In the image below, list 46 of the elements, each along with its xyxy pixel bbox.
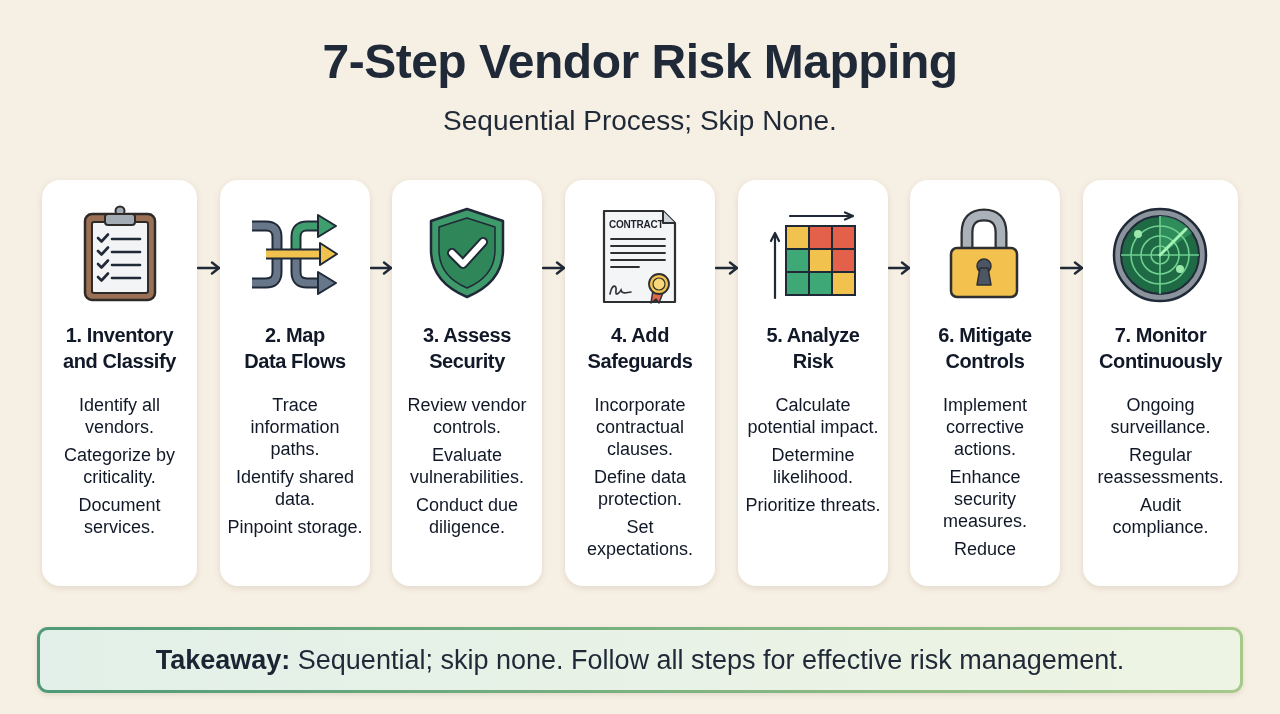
step-card (565, 180, 715, 586)
arrow (369, 261, 393, 275)
arrow (714, 261, 739, 275)
step-description: Implement corrective actions. (942, 395, 1027, 459)
step-card (220, 180, 370, 586)
step-title: 3. Assess Security (423, 324, 511, 372)
step-card (1083, 180, 1238, 586)
step-card (42, 180, 197, 586)
arrow (196, 261, 221, 275)
diagram-title: 7-Step Vendor Risk Mapping (322, 35, 958, 88)
step-description: Determine likelihood. (771, 445, 855, 487)
step-title: 6. Mitigate Controls (938, 324, 1032, 372)
step-title: 4. Add Safeguards (587, 324, 693, 372)
step-description: Set expectations. (586, 517, 694, 559)
step-title: 7. Monitor Continuously (1099, 324, 1222, 372)
step-title: 5. Analyze Risk (766, 324, 860, 372)
takeaway-banner (37, 627, 1243, 693)
step-description: Reduce (953, 539, 1016, 559)
step-description: Document services. (78, 495, 161, 537)
step-description: Incorporate contractual clauses. (594, 395, 686, 459)
step-description: Evaluate vulnerabilities. (409, 445, 525, 487)
arrow (1059, 261, 1084, 275)
step-description: Identify all vendors. (78, 395, 160, 437)
step-description: Conduct due diligence. (415, 495, 519, 537)
step-description: Define data protection. (593, 467, 687, 509)
document-heading: CONTRACT (609, 219, 664, 231)
subtitle: Sequential Process; Skip None. (443, 105, 837, 136)
step-description: Ongoing surveillance. (1110, 395, 1211, 437)
step-title: 1. Inventory and Classify (63, 324, 176, 372)
step-description: Review vendor controls. (407, 395, 527, 437)
step-card (392, 180, 542, 586)
step-description: Audit compliance. (1112, 495, 1209, 537)
step-description: Categorize by criticality. (63, 445, 176, 487)
arrow (541, 261, 566, 275)
step-description: Enhance security measures. (942, 467, 1027, 531)
step-description: Pinpoint storage. (227, 517, 363, 537)
step-description: Prioritize threats. (745, 495, 881, 515)
step-title: 2. Map Data Flows (244, 324, 346, 372)
takeaway-text: Takeaway: Sequential; skip none. Follow all steps for effective risk management. (155, 644, 1125, 676)
step-description: Regular reassessments. (1097, 445, 1224, 487)
step-description: Calculate potential impact. (747, 395, 879, 437)
arrow (887, 261, 911, 275)
step-description: Identify shared data. (235, 467, 355, 509)
step-card (910, 180, 1060, 586)
step-description: Trace information paths. (250, 395, 340, 459)
step-card (738, 180, 888, 586)
